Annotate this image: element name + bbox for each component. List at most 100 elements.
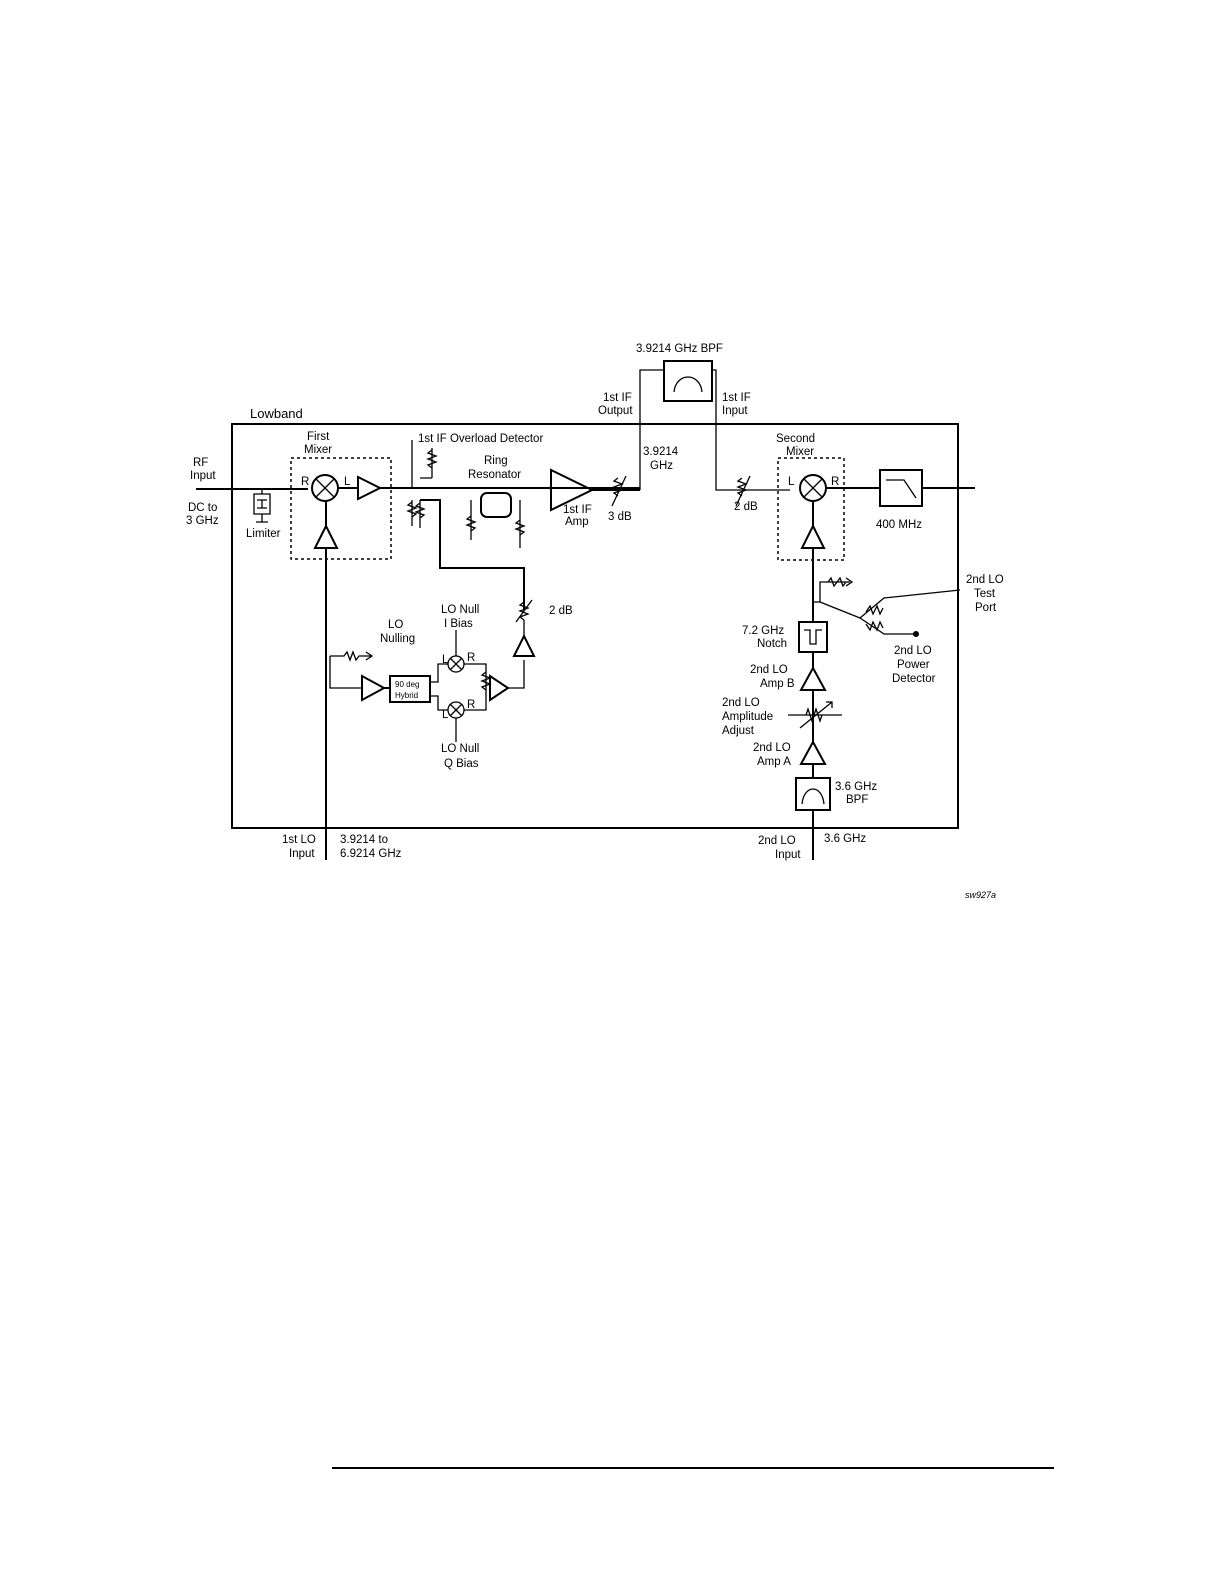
ring-resonator-tap-r [514,500,526,548]
notch-7-2ghz-curve [804,629,822,645]
rf-input-label: RF [193,457,208,469]
lowband-label: Lowband [250,406,303,421]
second-mixer-port-r: R [831,476,839,488]
if-freq-label-2: GHz [650,460,673,472]
limiter-symbol [253,489,271,523]
hybrid-90deg [389,675,431,703]
figure-id: sw927a [965,890,996,900]
overload-detector-resistor [426,449,438,469]
lo-null-combiner [464,663,487,711]
lo-null-i-port-r: R [467,652,475,664]
if1-input-label: 1st IF [722,392,751,404]
lo2-test-tap [813,581,850,603]
lo2-amp-a-label: 2nd LO [753,742,791,754]
rf-range-label-2: 3 GHz [186,515,219,527]
lo1-range-label: 3.9214 to [340,834,388,846]
lowband-block [231,423,959,829]
lo-null-amp [489,674,510,702]
lo1-input-label-2: Input [289,848,315,860]
atten-2db-a [515,599,533,623]
hybrid-out-q [430,695,448,711]
lo-null-q-label: LO Null [441,743,479,755]
bpf-3-6ghz [795,777,831,811]
second-mixer-label: Second [776,433,815,445]
lo-null-i-port-l: L [442,654,449,666]
lo2-amp-b-label: 2nd LO [750,664,788,676]
if1-output-label-2: Output [598,405,633,417]
notch-label-2: Notch [757,638,787,650]
if1-output-line [639,369,664,490]
second-mixer-box [777,457,845,561]
lo2-amp-a-label-2: Amp A [757,756,791,768]
ring-resonator-label-2: Resonator [468,469,521,481]
first-mixer-cross [315,478,335,498]
first-mixer-box [290,457,392,560]
hybrid-label: 90 deg [395,680,419,689]
coupler-line [420,499,525,610]
lo2-power-det-label-3: Detector [892,673,936,685]
lo-nulling-amp [361,674,387,702]
hybrid-label-2: Hybrid [395,691,418,700]
lo-null-i-label-2: I Bias [444,618,473,630]
lo2-test-port-label: 2nd LO [966,574,1004,586]
lo2-test-port-label-3: Port [975,602,997,614]
lo2-amp-a [799,739,827,765]
coupler-resistor [414,500,426,528]
first-mixer-port-l: L [344,476,351,488]
lo2-ampl-adj-label-2: Amplitude [722,711,773,723]
lo-null-q-cross [449,703,463,717]
lo-null-i-label: LO Null [441,604,479,616]
if1-amp-label: 1st IF [563,504,592,516]
lo-null-q-port-r: R [467,699,475,711]
ring-resonator-tap-l [465,500,477,540]
second-mixer-cross [803,478,823,498]
if1-input-label-2: Input [722,405,748,417]
lpf-400mhz [879,469,923,507]
bpf-3-9214 [663,360,713,402]
lo-nulling-label: LO [388,619,403,631]
lo-null-amp-2 [512,633,536,657]
hybrid-out-i [430,663,448,683]
lo-nulling-label-2: Nulling [380,633,415,645]
lo1-input-label: 1st LO [282,834,316,846]
lo2-ampl-adj-label-3: Adjust [722,725,755,737]
lo-null-amp-out [508,660,525,689]
lo2-input-label-2: Input [775,849,801,861]
rf-input-label-2: Input [190,470,216,482]
bpf-36-label: 3.6 GHz [835,781,877,793]
limiter-diodes [257,499,267,509]
lo1-amp [313,523,339,549]
lo2-power-det-label: 2nd LO [894,645,932,657]
bpf-3-9214-curve [673,376,703,393]
lo-nulling-bias [330,650,374,662]
lo2-power-det-label-2: Power [897,659,930,671]
lo2-amp-b [799,665,827,691]
first-mixer-label: First [307,431,330,443]
lo1-range-label-2: 6.9214 GHz [340,848,402,860]
lo2-test-port-label-2: Test [974,588,996,600]
if1-amp-label-2: Amp [565,516,589,528]
footer-rule [332,1467,1054,1469]
lo2-test-res-b [865,620,884,632]
lo-null-q-port-l: L [442,709,449,721]
notch-7-2ghz [798,621,828,653]
bpf-top-label: 3.9214 GHz BPF [636,343,723,355]
lo2-ampl-adj-label: 2nd LO [722,697,760,709]
second-mixer-label-2: Mixer [786,446,814,458]
lo-null-q-label-2: Q Bias [444,758,479,770]
atten-2db-a-label: 2 dB [549,605,573,617]
lo2-amp-b-label-2: Amp B [760,678,795,690]
second-mixer-port-l: L [788,476,795,488]
ring-resonator [480,492,512,518]
bpf-36-label-2: BPF [846,794,868,806]
ring-resonator-label: Ring [484,455,508,467]
atten-3db [611,475,627,507]
first-mixer-label-2: Mixer [304,444,332,456]
lo2-ampl-adj [788,701,842,729]
if1-amp [550,468,595,512]
first-mixer-amp [357,475,383,501]
lpf-400mhz-curve [886,479,917,499]
lo-null-i-cross [449,657,463,671]
atten-2db-b-label: 2 dB [734,501,758,513]
first-mixer-port-r: R [301,476,309,488]
